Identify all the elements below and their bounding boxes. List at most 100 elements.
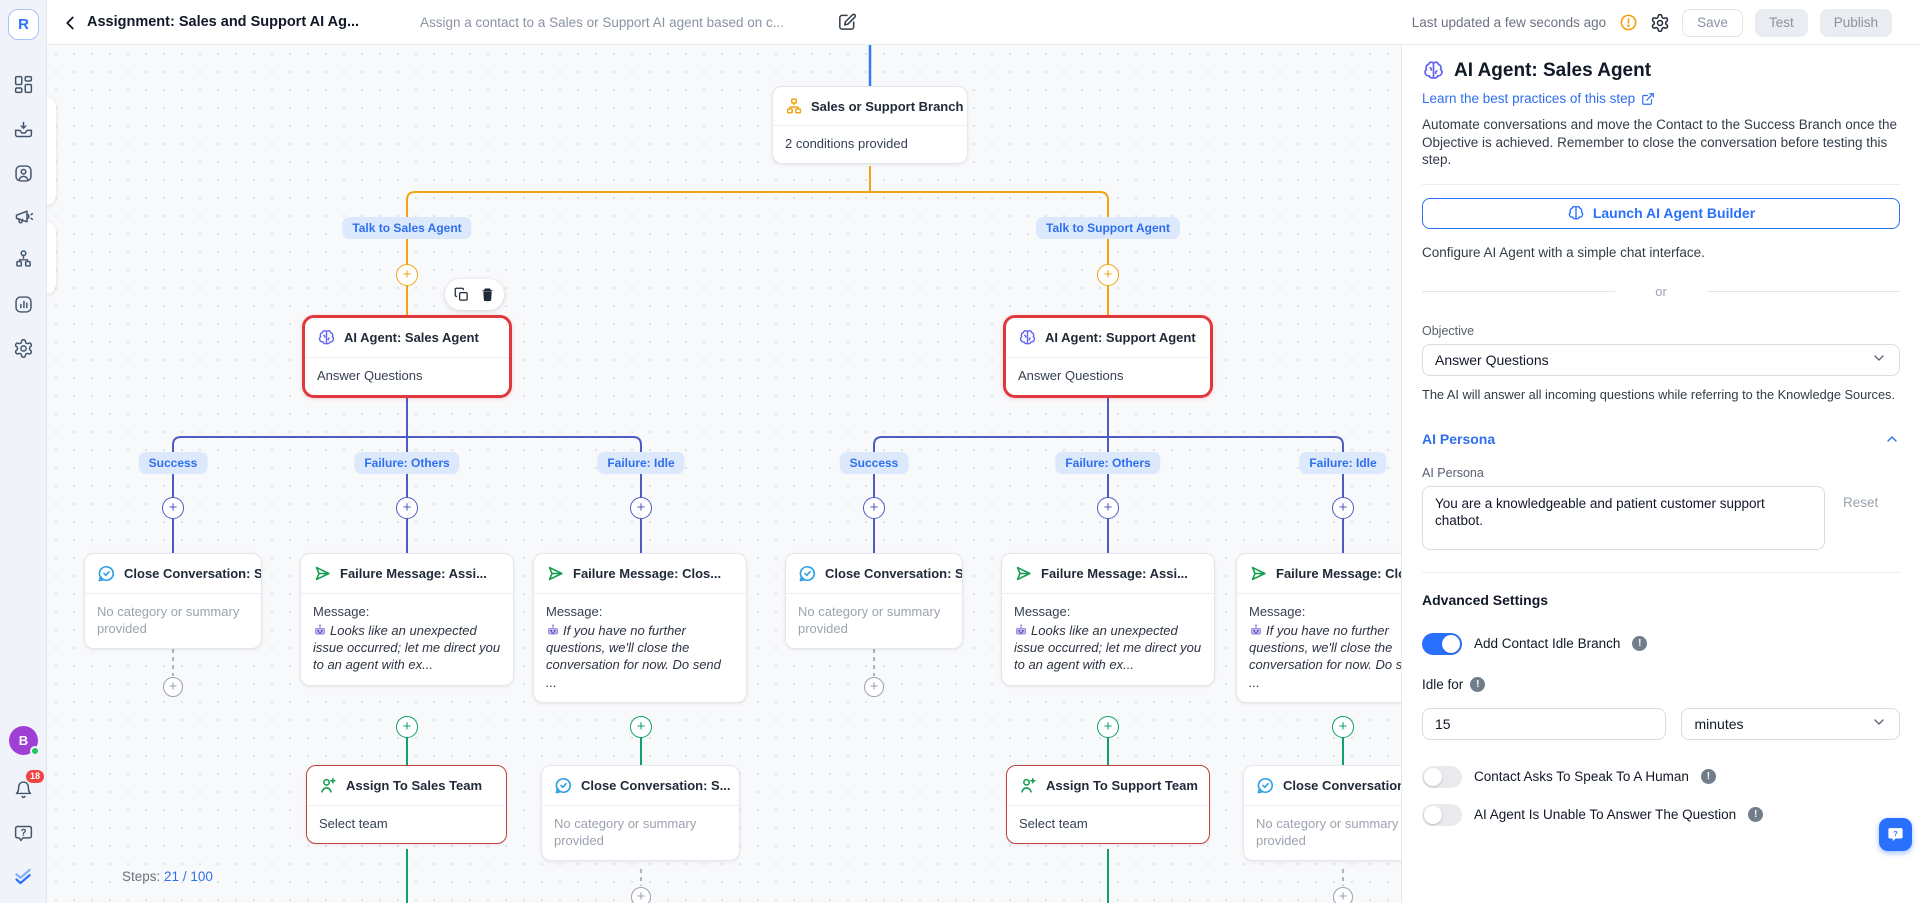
message-label: Message: [546, 604, 603, 619]
idle-branch-toggle[interactable] [1422, 632, 1462, 655]
add-step-button[interactable]: + [1333, 887, 1353, 903]
add-step-button[interactable]: + [863, 497, 885, 519]
reset-persona-button[interactable]: Reset [1843, 494, 1879, 510]
panel-title: AI Agent: Sales Agent [1454, 59, 1652, 81]
divider [1422, 183, 1900, 185]
toggle-label: AI Agent Is Unable To Answer The Questio… [1474, 807, 1737, 823]
chevron-up-icon [1887, 435, 1897, 442]
contacts-icon[interactable] [11, 161, 35, 185]
warning-icon[interactable] [1618, 13, 1638, 33]
node-assign-to-sales-team[interactable]: Assign To Sales Team Select team [306, 765, 507, 845]
workflow-subtitle: Assign a contact to a Sales or Support A… [420, 15, 784, 30]
add-step-button[interactable]: + [163, 677, 183, 697]
message-preview: If you have no further questions, we'll … [1249, 623, 1424, 690]
help-icon[interactable]: ? [11, 821, 35, 845]
objective-select[interactable]: Answer Questions [1422, 343, 1900, 376]
node-sales-or-support-branch[interactable]: Sales or Support Branch 2 conditions pro… [772, 86, 968, 165]
save-button[interactable]: Save [1682, 8, 1743, 37]
branch-label-talk-to-support: Talk to Support Agent [1036, 217, 1180, 239]
info-icon[interactable]: ! [1632, 636, 1648, 652]
info-icon[interactable]: ! [1748, 807, 1764, 823]
workflows-icon[interactable] [11, 246, 35, 270]
notification-badge: 18 [25, 770, 44, 783]
node-body-text: No category or summary provided [97, 604, 240, 637]
node-title-text: AI Agent: Sales Agent [344, 330, 479, 345]
message-preview: Looks like an unexpected issue occurred;… [1014, 623, 1202, 673]
objective-label: Objective [1422, 323, 1475, 338]
node-close-conversation[interactable]: Close Conversation: S... No category or … [785, 553, 963, 650]
add-step-button[interactable]: + [1332, 497, 1354, 519]
node-failure-message-assign[interactable]: Failure Message: Assi... Message: Looks … [1001, 553, 1215, 686]
chat-bubble-icon: ? [1888, 828, 1903, 842]
speak-to-human-toggle[interactable] [1422, 765, 1462, 788]
node-failure-message-assign[interactable]: Failure Message: Assi... Message: Looks … [300, 553, 514, 686]
reports-icon[interactable] [11, 292, 35, 316]
publish-button[interactable]: Publish [1819, 8, 1892, 37]
notifications-bell-icon[interactable]: 18 [11, 770, 44, 801]
add-step-button[interactable]: + [1097, 716, 1119, 738]
unable-to-answer-toggle[interactable] [1422, 803, 1462, 826]
node-title-text: Close Conversation: S... [581, 778, 731, 793]
add-step-button[interactable]: + [396, 716, 418, 738]
node-title-text: Close Conversation: S... [1283, 778, 1433, 793]
node-close-conversation[interactable]: Close Conversation: S... No category or … [84, 553, 262, 650]
add-step-button[interactable]: + [631, 887, 651, 903]
add-step-button[interactable]: + [396, 497, 418, 519]
node-title-text: Close Conversation: S... [124, 566, 261, 581]
idle-unit-value: minutes [1694, 715, 1744, 732]
add-step-button[interactable]: + [1332, 716, 1354, 738]
node-title-text: Failure Message: Assi... [1041, 566, 1188, 581]
external-link-icon [1642, 92, 1654, 105]
node-failure-message-close[interactable]: Failure Message: Clos... Message: If you… [533, 553, 747, 703]
launch-ai-agent-builder-button[interactable]: Launch AI Agent Builder [1422, 197, 1900, 229]
add-step-button[interactable]: + [630, 497, 652, 519]
workspace-logo[interactable]: R [8, 9, 39, 40]
node-body-text: No category or summary provided [798, 604, 941, 637]
add-step-button[interactable]: + [864, 677, 884, 697]
settings-icon[interactable] [11, 336, 35, 360]
node-ai-agent-support[interactable]: AI Agent: Support Agent Answer Questions [1003, 315, 1213, 399]
node-close-conversation[interactable]: Close Conversation: S... No category or … [541, 765, 740, 862]
brain-icon [1424, 61, 1443, 79]
add-step-button[interactable]: + [1097, 497, 1119, 519]
inbox-icon[interactable] [11, 117, 35, 141]
online-status-dot [30, 746, 40, 756]
support-chat-widget-button[interactable]: ? [1879, 818, 1912, 851]
dashboard-icon[interactable] [11, 72, 35, 96]
copy-step-icon[interactable] [454, 287, 469, 302]
node-title-text: Failure Message: Clos... [573, 566, 722, 581]
toggle-label: Add Contact Idle Branch [1474, 636, 1621, 652]
robot-icon [1251, 624, 1261, 635]
node-ai-agent-sales[interactable]: AI Agent: Sales Agent Answer Questions [302, 315, 512, 399]
node-title-text: Close Conversation: S... [825, 566, 962, 581]
last-updated-text: Last updated a few seconds ago [1411, 15, 1607, 30]
brain-icon [318, 329, 335, 345]
add-step-button[interactable]: + [630, 716, 652, 738]
add-step-button[interactable]: + [162, 497, 184, 519]
delete-step-icon[interactable] [480, 287, 495, 302]
toggle-label: Contact Asks To Speak To A Human [1474, 769, 1689, 785]
step-config-panel: AI Agent: Sales Agent Learn the best pra… [1401, 45, 1920, 903]
message-label: Message: [1249, 604, 1306, 619]
assign-person-icon [1021, 777, 1036, 793]
info-icon[interactable]: ! [1700, 769, 1716, 785]
idle-duration-input[interactable]: 15 [1422, 707, 1667, 740]
add-step-button[interactable]: + [1097, 264, 1119, 286]
best-practices-link[interactable]: Learn the best practices of this step [1422, 91, 1900, 106]
ai-persona-section-header[interactable]: AI Persona [1422, 431, 1900, 447]
launch-caption: Configure AI Agent with a simple chat in… [1422, 244, 1705, 260]
broadcast-icon[interactable] [11, 204, 35, 228]
workflow-settings-gear-icon[interactable] [1650, 13, 1670, 33]
avatar[interactable]: B [9, 726, 40, 756]
info-icon[interactable]: ! [1470, 676, 1486, 692]
ai-persona-input[interactable]: You are a knowledgeable and patient cust… [1422, 485, 1825, 550]
edit-title-icon[interactable] [837, 12, 857, 32]
add-step-button[interactable]: + [396, 264, 418, 286]
branch-label-failure-others: Failure: Others [354, 452, 460, 474]
divider [1422, 571, 1900, 573]
back-button[interactable] [59, 12, 81, 34]
idle-unit-select[interactable]: minutes [1681, 707, 1900, 740]
node-assign-to-support-team[interactable]: Assign To Support Team Select team [1006, 765, 1210, 845]
close-conversation-icon [98, 565, 115, 582]
test-button[interactable]: Test [1754, 8, 1808, 37]
